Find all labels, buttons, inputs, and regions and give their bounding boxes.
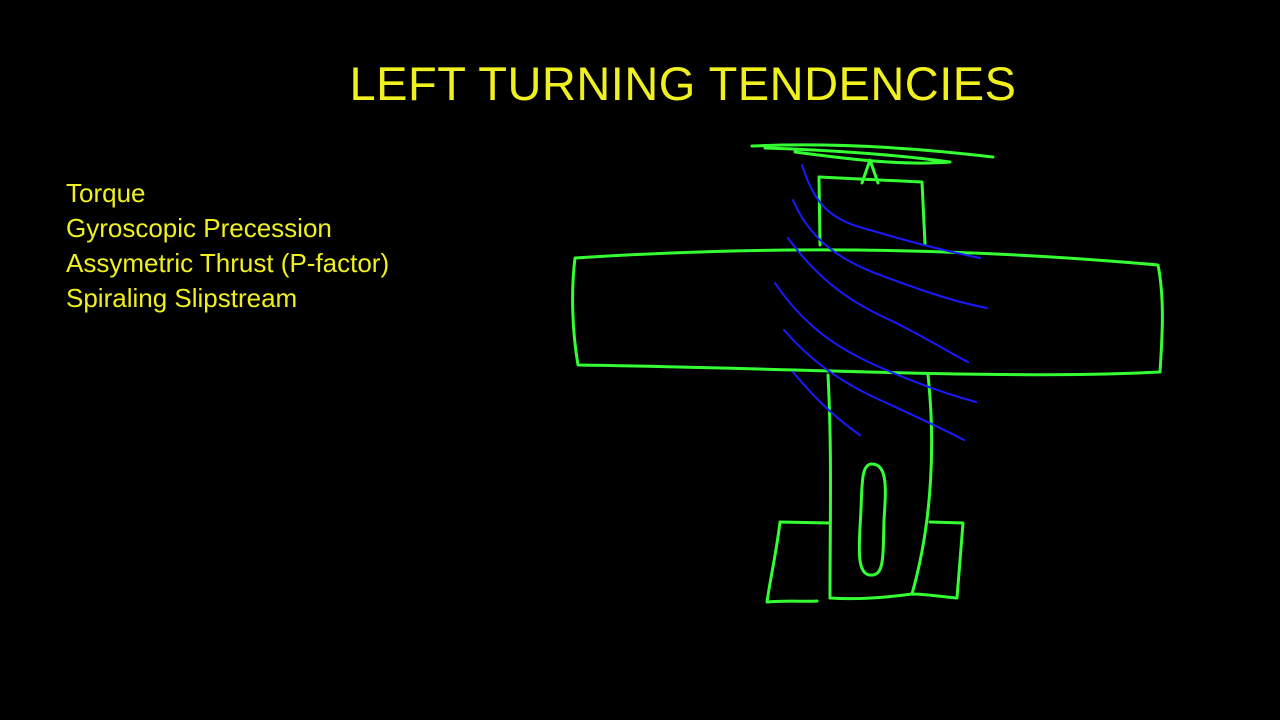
propeller [750, 143, 995, 165]
list-item-gyroscopic-precession: Gyroscopic Precession [66, 213, 332, 243]
list-item-p-factor: Assymetric Thrust (P-factor) [66, 248, 390, 278]
tendencies-list: Torque Gyroscopic Precession Assymetric … [66, 176, 389, 316]
slipstream-icon [774, 164, 988, 441]
slipstream-line [801, 164, 981, 259]
horizontal-stabilizer [765, 520, 965, 604]
airplane-icon [571, 143, 1164, 604]
slipstream-line [792, 371, 861, 436]
wing [571, 248, 1164, 377]
slipstream-line [783, 329, 965, 441]
slipstream-line [787, 237, 969, 363]
spinner [860, 158, 880, 185]
slipstream-line [792, 199, 988, 309]
nose [817, 175, 927, 247]
fuselage [826, 373, 934, 600]
slide-title: LEFT TURNING TENDENCIES [349, 57, 1017, 110]
cockpit [857, 462, 887, 577]
list-item-torque: Torque [66, 178, 146, 208]
list-item-spiraling-slipstream: Spiraling Slipstream [66, 283, 298, 313]
slipstream-line [774, 282, 977, 403]
